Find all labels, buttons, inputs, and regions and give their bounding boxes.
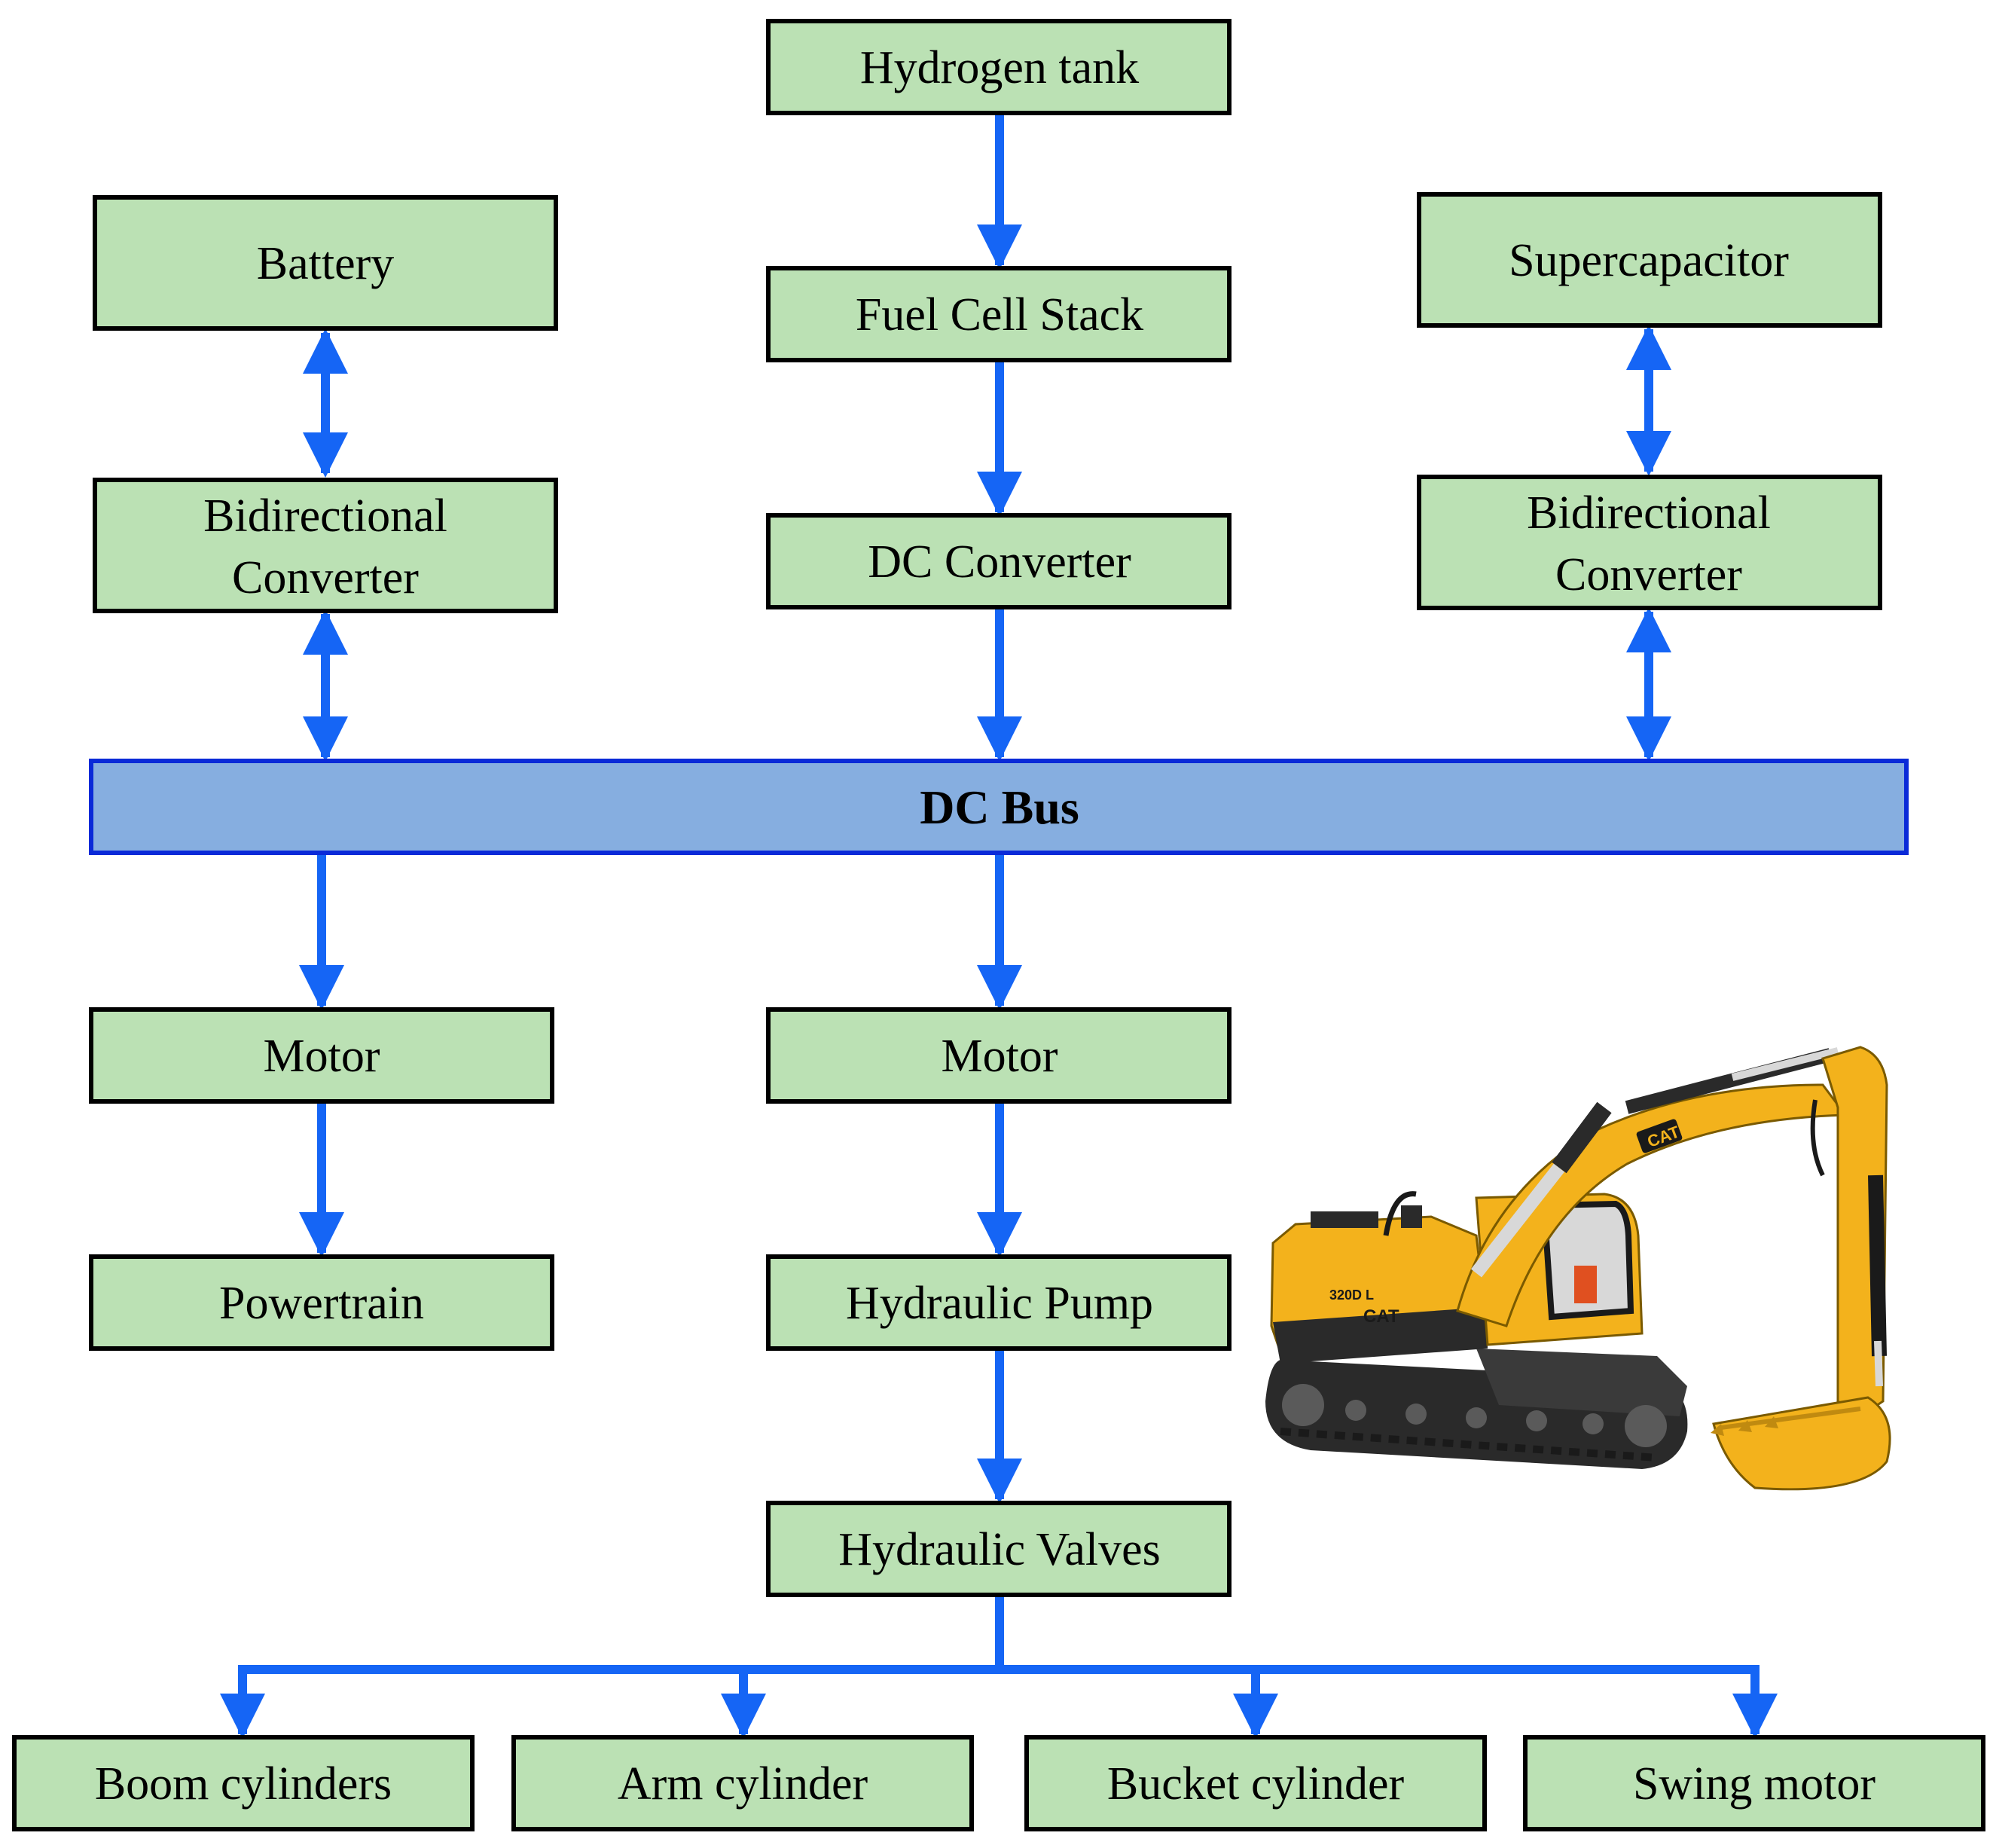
bidirectional-converter-right-line1: Bidirectional [1527,487,1771,539]
bucket-cylinder-box: Bucket cylinder [1024,1735,1487,1831]
swing-motor-box: Swing motor [1523,1735,1985,1831]
bucket-cylinder-label: Bucket cylinder [1107,1758,1405,1810]
supercapacitor-box: Supercapacitor [1417,192,1882,328]
excavator-illustration: 320D L CAT CAT [1265,1046,1891,1491]
dc-bus: DC Bus [89,759,1909,855]
powertrain-label: Powertrain [219,1278,424,1329]
arm-cylinder-label: Arm cylinder [618,1758,868,1810]
motor-center-label: Motor [942,1031,1058,1082]
hydraulic-pump-box: Hydraulic Pump [766,1254,1232,1351]
dc-converter-label: DC Converter [868,536,1131,588]
bidirectional-converter-left-box: Bidirectional Converter [93,478,558,613]
arm-cylinder-box: Arm cylinder [511,1735,974,1831]
bidirectional-converter-right-box: Bidirectional Converter [1417,475,1882,610]
excavator-brand-text-body: CAT [1363,1306,1399,1327]
hydraulic-valves-box: Hydraulic Valves [766,1501,1232,1597]
motor-left-box: Motor [89,1007,554,1104]
motor-center-box: Motor [766,1007,1232,1104]
boom-cylinders-label: Boom cylinders [95,1758,392,1810]
excavator-bucket [1711,1396,1891,1491]
connectors [220,111,1778,1739]
dc-converter-box: DC Converter [766,513,1232,609]
hydraulic-pump-label: Hydraulic Pump [846,1278,1153,1329]
battery-label: Battery [257,238,395,289]
swing-motor-label: Swing motor [1633,1758,1875,1810]
bidirectional-converter-left-line1: Bidirectional [203,490,447,542]
excavator-model-text: 320D L [1329,1287,1374,1303]
bidirectional-converter-right-line2: Converter [1555,549,1742,600]
excavator-body: 320D L CAT [1270,1191,1644,1364]
fuel-cell-stack-label: Fuel Cell Stack [856,289,1143,341]
motor-left-label: Motor [264,1031,380,1082]
bidirectional-converter-left-line2: Converter [232,552,419,603]
powertrain-box: Powertrain [89,1254,554,1351]
dc-bus-label: DC Bus [920,780,1079,834]
hydrogen-tank-box: Hydrogen tank [766,19,1232,115]
hydraulic-valves-label: Hydraulic Valves [838,1524,1161,1575]
supercapacitor-label: Supercapacitor [1509,235,1789,286]
hydrogen-tank-label: Hydrogen tank [860,42,1139,93]
excavator-tracks [1265,1349,1688,1469]
excavator-boom: CAT [1456,1047,1848,1327]
fuel-cell-stack-box: Fuel Cell Stack [766,266,1232,362]
battery-box: Battery [93,195,558,331]
boom-cylinders-box: Boom cylinders [12,1735,475,1831]
